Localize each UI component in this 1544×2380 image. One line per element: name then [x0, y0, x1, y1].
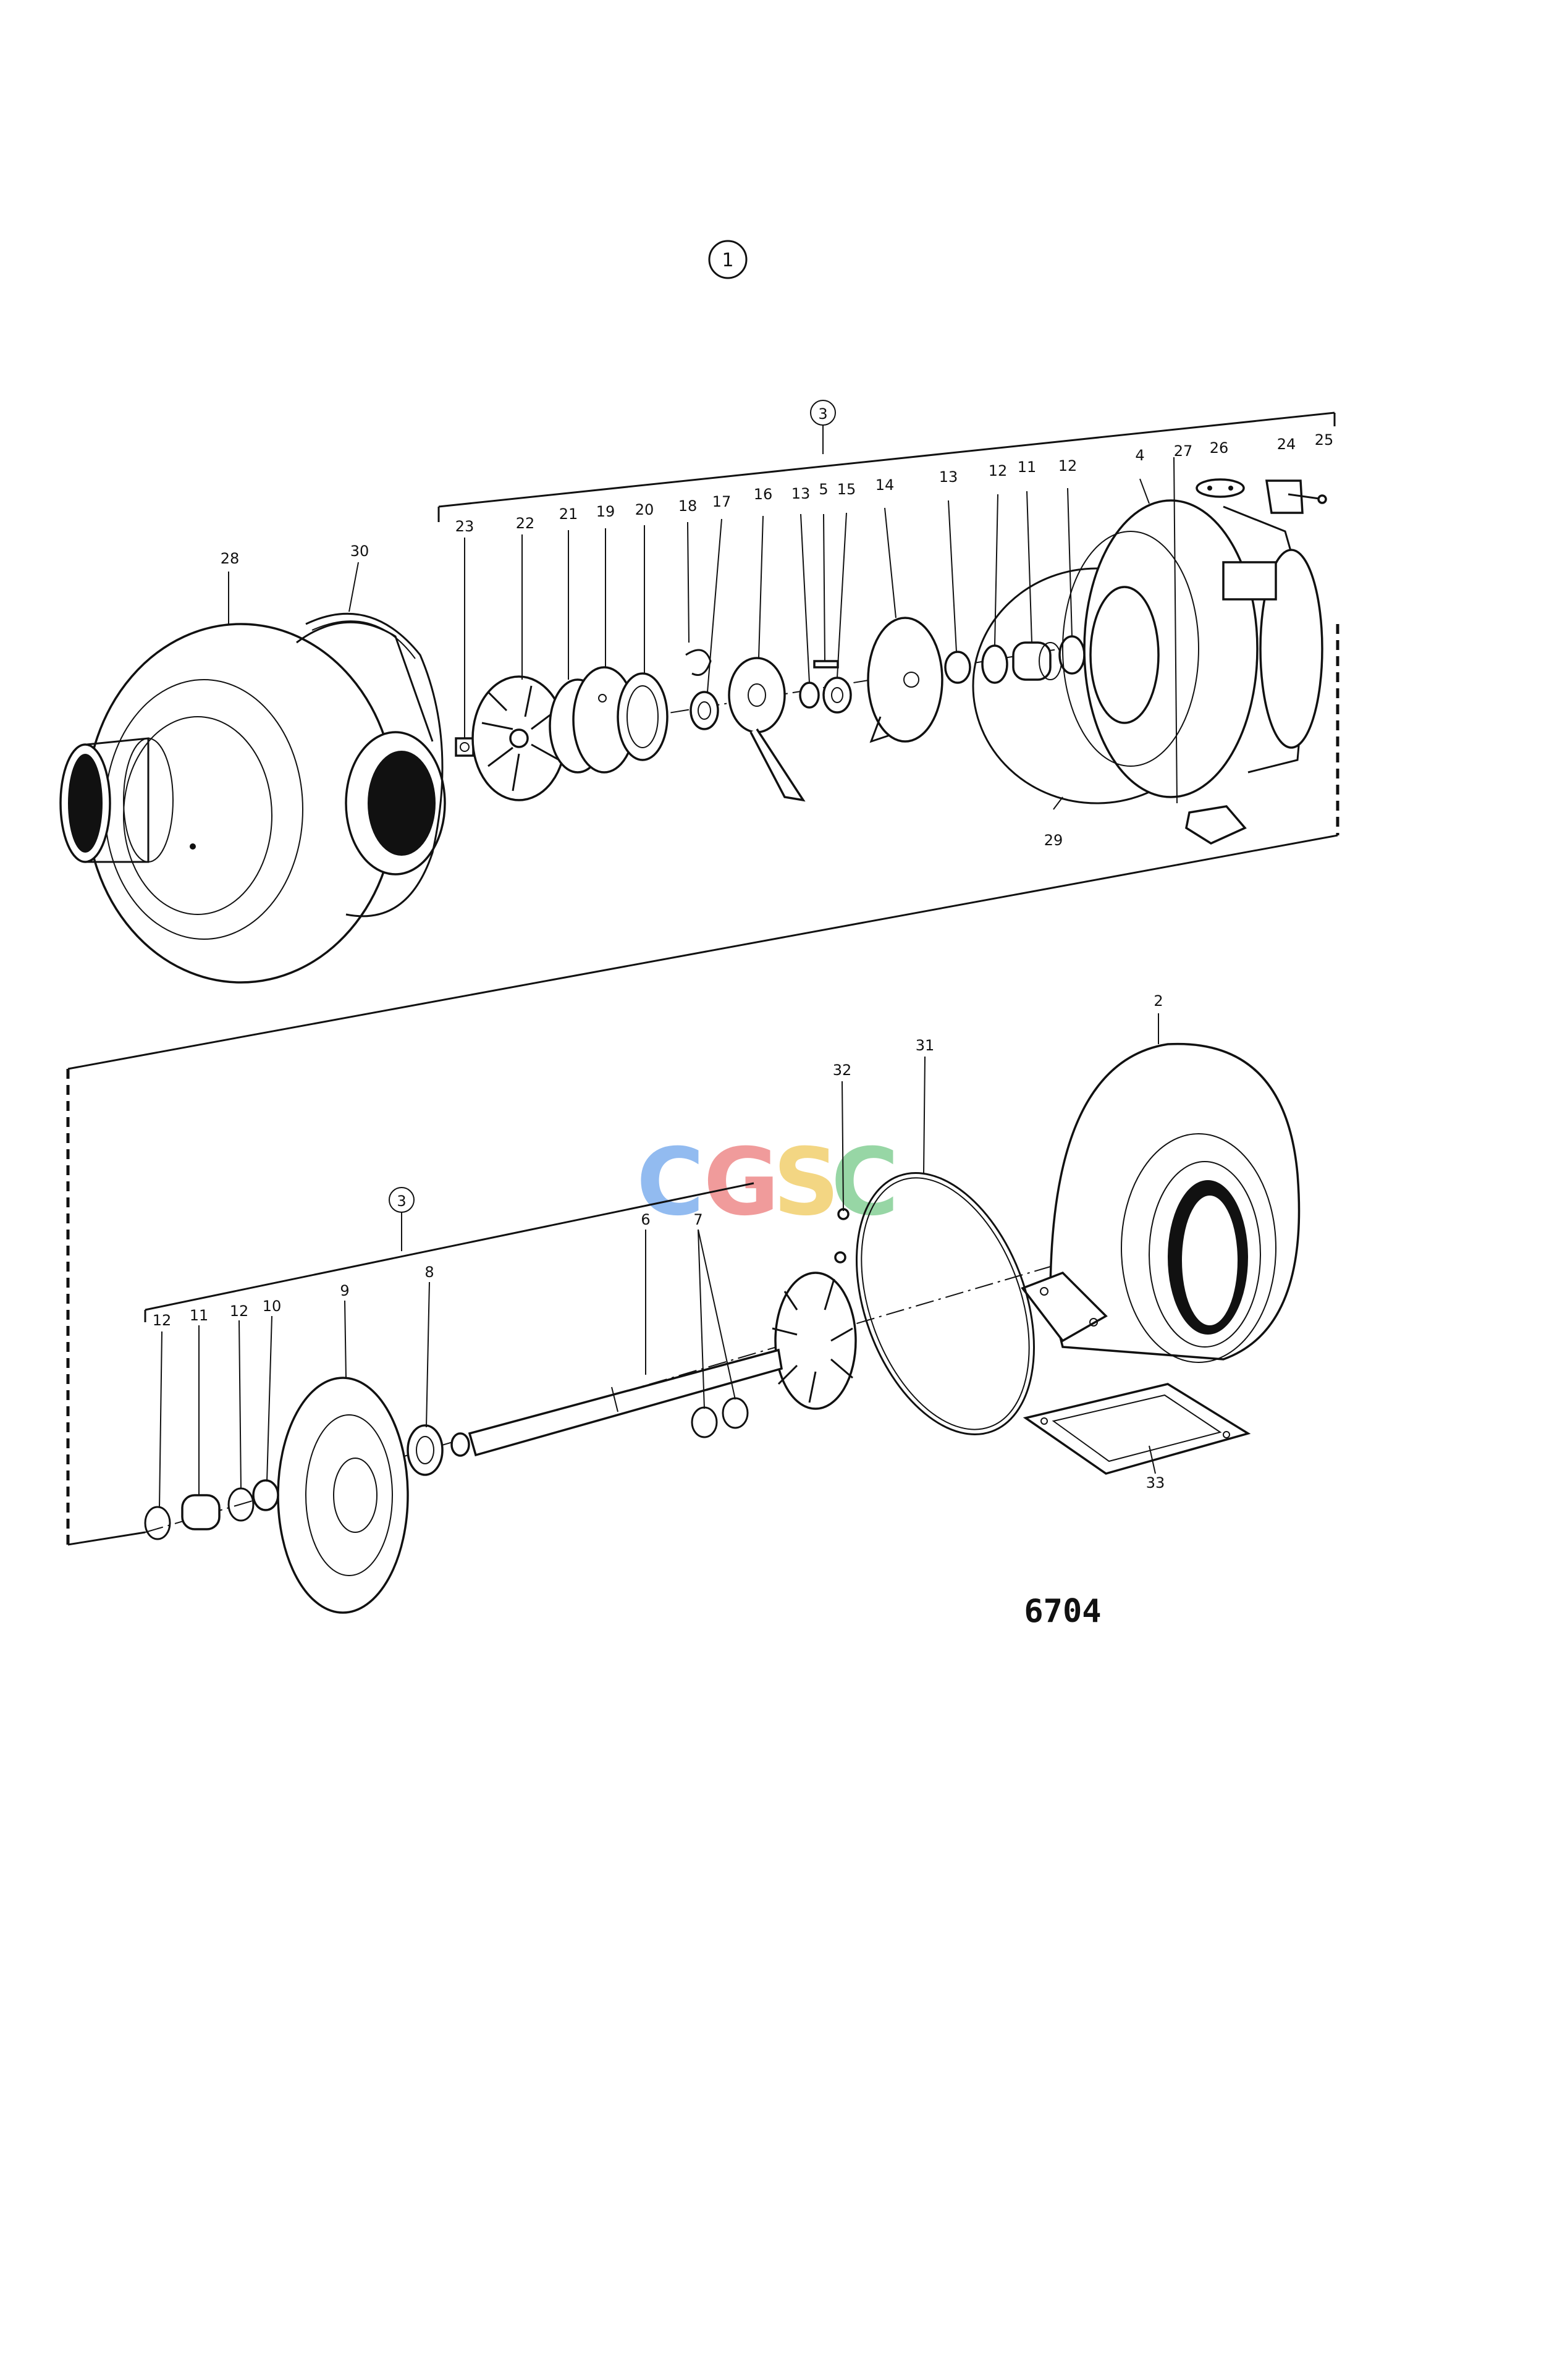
bearing-housing [1062, 499, 1323, 798]
watermark-letter: G [703, 1129, 779, 1236]
part-label-16: 16 [754, 486, 773, 503]
label-leaders-lower [159, 1013, 1159, 1508]
watermark: C G S C [636, 1129, 899, 1236]
assembly-bracket-line [438, 411, 1335, 508]
part-label-26: 26 [1210, 439, 1229, 457]
part-label-22: 22 [516, 515, 535, 532]
part-label-15: 15 [837, 481, 856, 498]
journal-bearing-set-lower [144, 1479, 279, 1540]
label-leaders-upper [228, 478, 1150, 810]
part-label-7: 7 [693, 1211, 702, 1228]
part-label-12: 12 [230, 1302, 249, 1320]
oil-outlet-gasket [1185, 805, 1247, 845]
part-label-11: 11 [1018, 458, 1037, 476]
part-label-11: 11 [190, 1307, 209, 1324]
part-label-23: 23 [455, 518, 475, 535]
part-label-30: 30 [350, 542, 369, 560]
group-number-marker: 1 [708, 240, 748, 279]
watermark-letter: C [636, 1129, 704, 1236]
screw [1288, 493, 1327, 504]
part-label-31: 31 [916, 1037, 935, 1054]
turbine-housing [1021, 1042, 1301, 1363]
part-label-8: 8 [424, 1264, 434, 1281]
part-label-13: 13 [939, 468, 958, 486]
figure-number: 6704 [1024, 1593, 1101, 1630]
seal-washer [407, 1424, 444, 1476]
upper-assembly: 3 [59, 400, 1339, 1546]
part-label-10: 10 [263, 1298, 282, 1315]
subassembly-number: 3 [818, 405, 827, 423]
oil-inlet-gasket [1196, 478, 1245, 498]
shaft-nut [455, 737, 475, 757]
part-label-5: 5 [819, 481, 828, 498]
oil-deflector [728, 657, 806, 802]
heat-shield-ring [856, 1172, 1035, 1435]
part-label-12: 12 [1058, 457, 1078, 475]
part-label-27: 27 [1174, 442, 1193, 460]
assembly-divider-line [67, 834, 1338, 1070]
part-label-14: 14 [875, 476, 895, 494]
housing-gasket-ring [305, 612, 444, 918]
snap-ring [685, 649, 712, 676]
lower-assembly: 3 [144, 992, 1301, 1614]
part-label-18: 18 [678, 497, 698, 515]
turbine-wheel-shaft [450, 1272, 857, 1457]
assembly-bracket-line [145, 1182, 754, 1311]
part-label-6: 6 [641, 1211, 650, 1228]
turbine-inlet-gasket [1023, 1383, 1251, 1475]
part-label-20: 20 [635, 501, 654, 518]
part-label-24: 24 [1277, 436, 1296, 453]
watermark-letter: C [831, 1129, 899, 1236]
thrust-parts [799, 660, 852, 714]
clamp-screws [834, 1208, 850, 1264]
part-label-29: 29 [1044, 832, 1063, 849]
watermark-letter: S [773, 1129, 840, 1236]
part-label-21: 21 [559, 505, 578, 523]
part-label-12: 12 [989, 462, 1008, 479]
compressor-wheel [471, 675, 567, 801]
piston-rings [691, 1397, 749, 1438]
part-label-19: 19 [596, 503, 615, 520]
cover-plate [1265, 479, 1304, 514]
part-label-2: 2 [1154, 992, 1163, 1010]
part-label-13: 13 [791, 485, 811, 502]
part-label-9: 9 [340, 1282, 349, 1299]
thrust-bearing [867, 617, 943, 743]
part-label-32: 32 [833, 1061, 852, 1079]
turbine-backplate [277, 1377, 409, 1614]
subassembly-number: 3 [397, 1192, 406, 1210]
part-label-12: 12 [153, 1312, 172, 1329]
seal-insert [549, 666, 669, 774]
journal-bearing-set [981, 635, 1086, 684]
part-label-28: 28 [221, 550, 240, 567]
part-label-25: 25 [1315, 431, 1334, 449]
group-number: 1 [722, 250, 733, 271]
compressor-housing [59, 621, 446, 984]
part-label-17: 17 [712, 493, 732, 510]
spacer-ring [944, 651, 971, 684]
part-label-4: 4 [1135, 447, 1144, 464]
piston-ring-sleeve [690, 691, 719, 730]
part-label-33: 33 [1146, 1474, 1165, 1492]
